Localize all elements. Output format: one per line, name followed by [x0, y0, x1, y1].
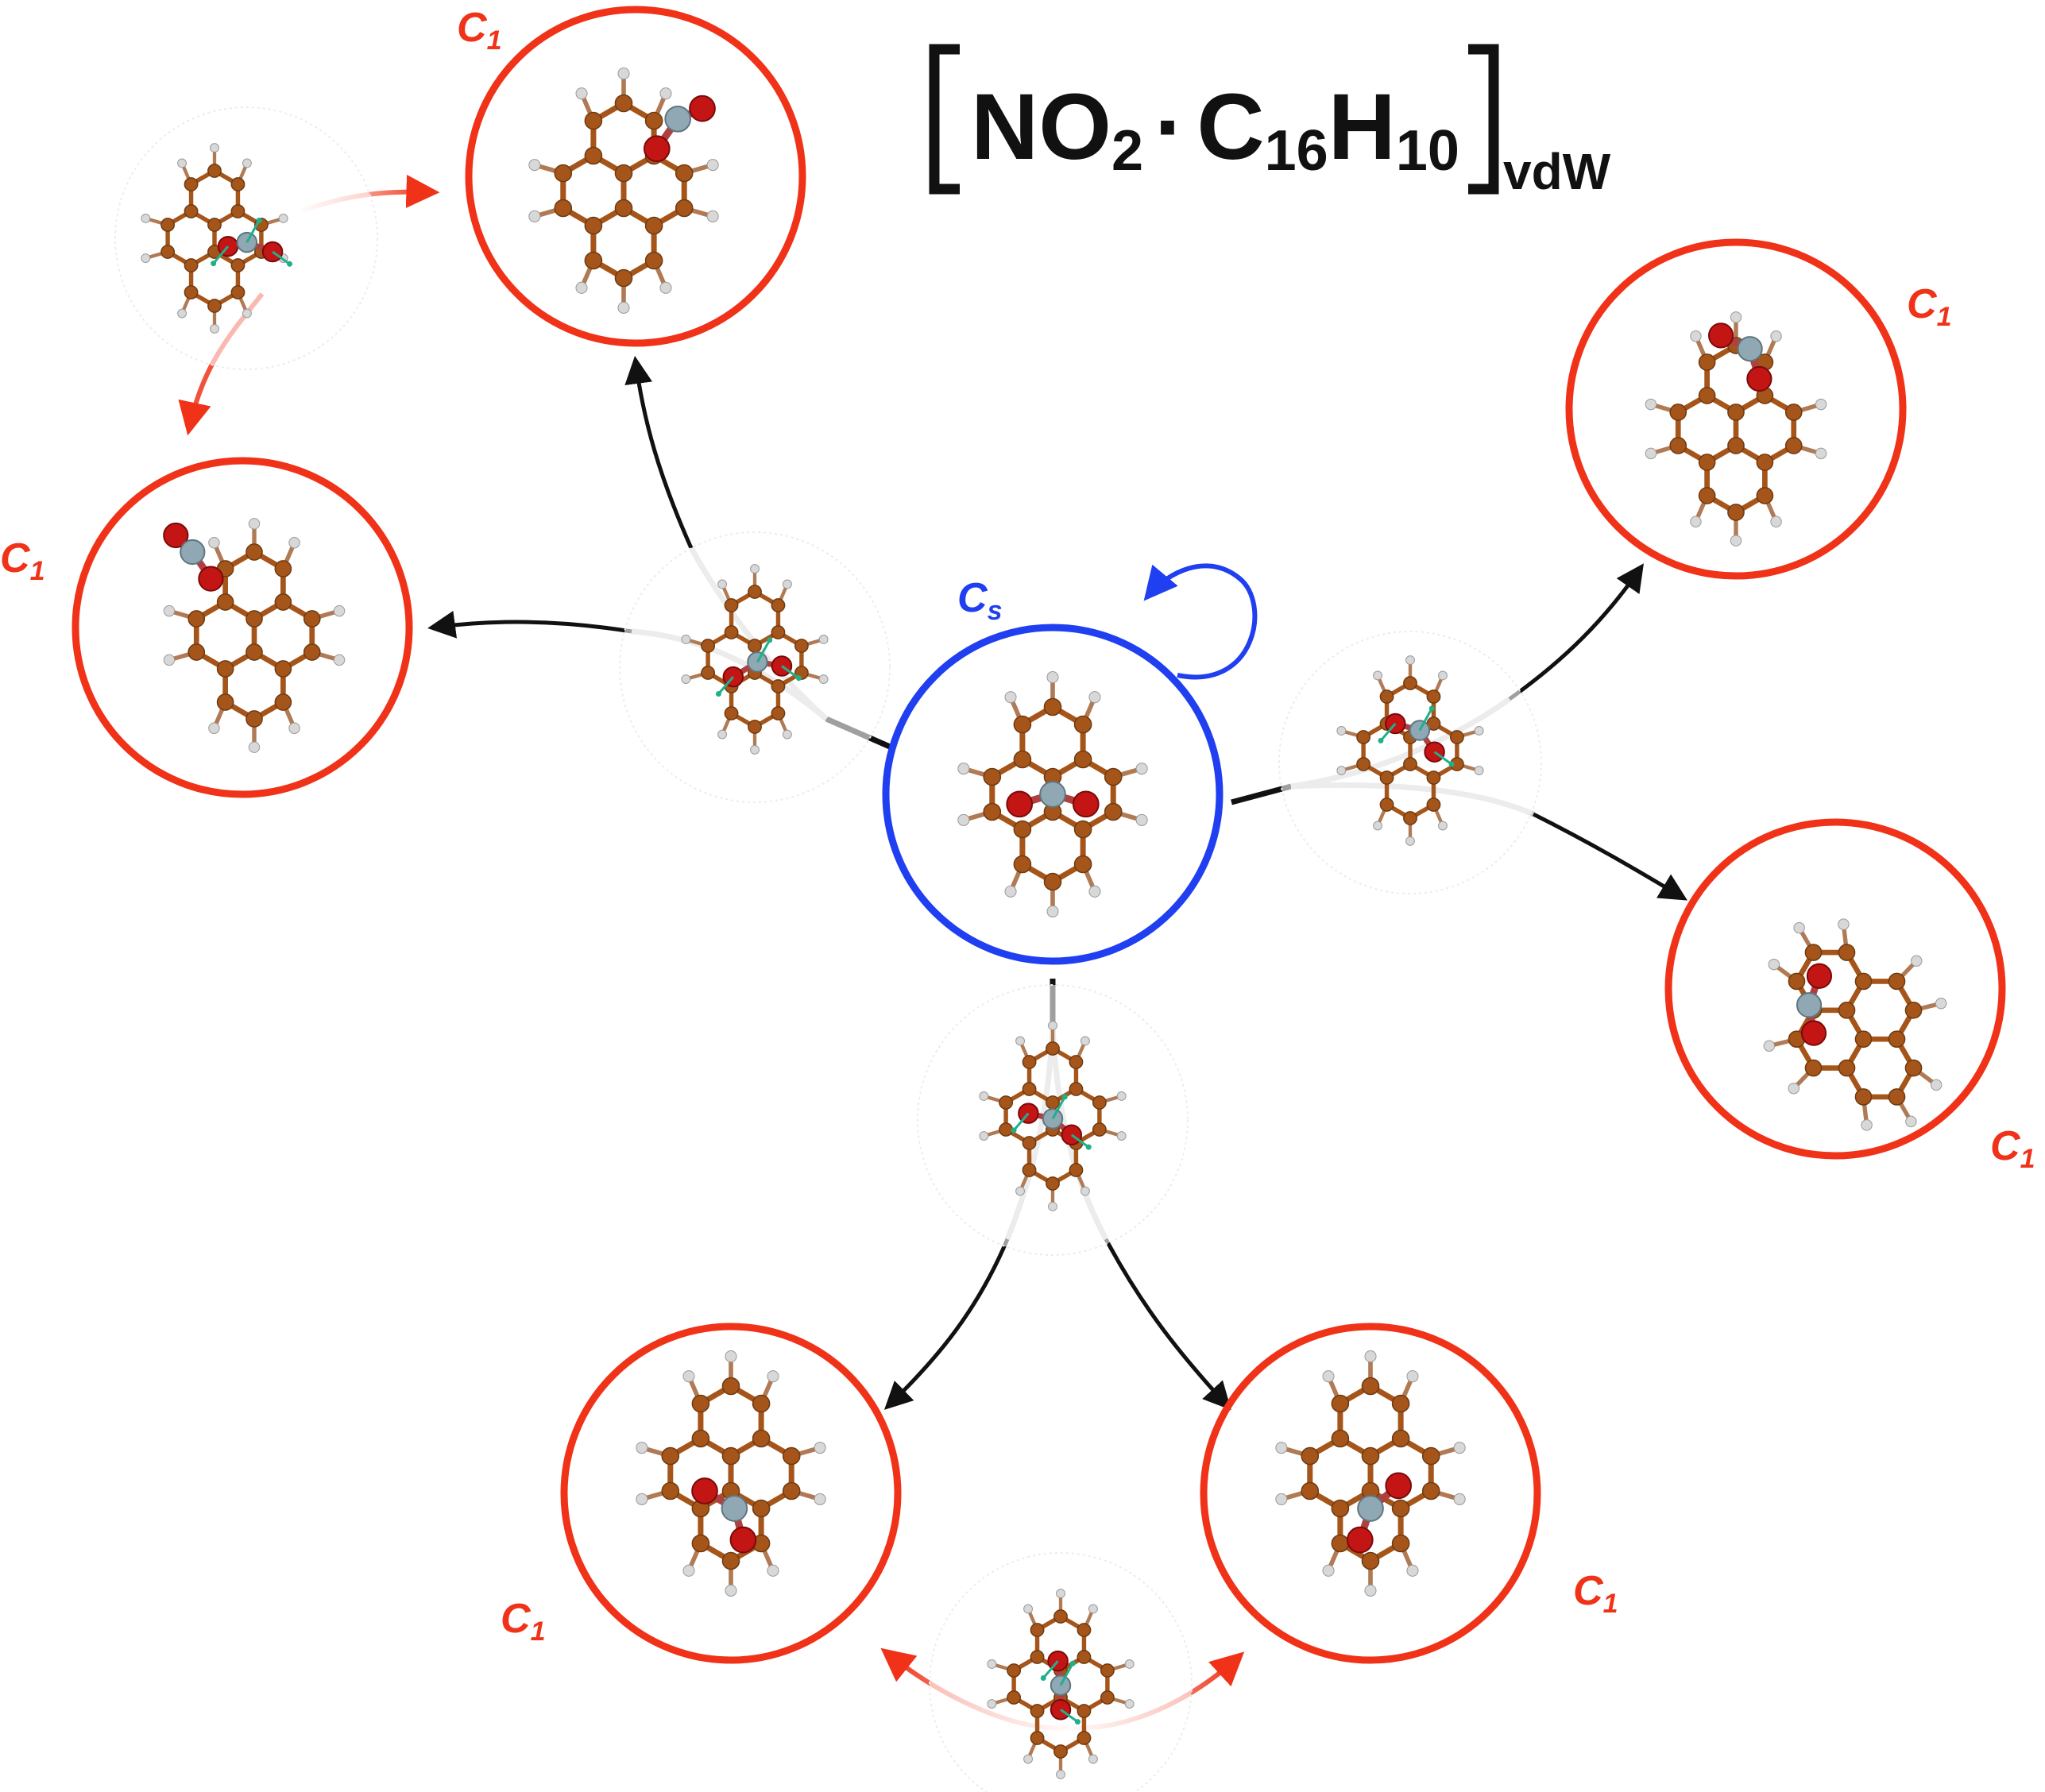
central-minimum-circle [882, 624, 1224, 965]
pyrene-molecule-m5 [636, 1350, 826, 1597]
formula-subscript-vdw: vdW [1503, 143, 1611, 200]
formula-text: NO2·C16H10 [971, 75, 1459, 183]
minimum-m5-label: C1 [501, 1596, 545, 1647]
pyrene-molecule-m1 [528, 68, 719, 314]
pyrene-molecule-m3 [1645, 311, 1827, 546]
minimum-m4-label: C1 [1990, 1123, 2035, 1174]
pyrene-molecule-m4 [1763, 918, 1947, 1131]
minimum-m6-circle [1200, 1323, 1541, 1664]
minimum-m5-circle [560, 1323, 902, 1664]
pyrene-molecule-ts-right [1336, 655, 1484, 846]
minimum-m4-circle [1664, 818, 2006, 1160]
left-bracket [929, 44, 960, 195]
pyrene-molecule-ts-left [681, 564, 829, 755]
minimum-m6-label: C1 [1573, 1568, 1618, 1619]
molecule-layer [141, 68, 1947, 1779]
pyrene-molecule-ts-topleft [141, 143, 293, 334]
minimum-m1-label: C1 [457, 5, 501, 56]
pyrene-molecule-m2 [163, 518, 346, 753]
minimum-m3-label: C1 [1907, 281, 1951, 332]
pyrene-molecule-ts-bottom [979, 1021, 1127, 1211]
minimum-m3-circle [1565, 238, 1907, 580]
minimum-m1-circle [465, 6, 806, 347]
pyrene-molecule-ts-bottom2 [987, 1589, 1135, 1779]
self-loop-arrow [1143, 563, 1258, 680]
pyrene-molecule-central [957, 671, 1148, 917]
minimum-m2-circle [72, 457, 413, 798]
formula-title: NO2·C16H10 vdW [929, 44, 1611, 200]
central-minimum-label: Cs [957, 575, 1002, 626]
pyrene-molecule-m6 [1275, 1350, 1466, 1597]
minimum-m2-label: C1 [0, 535, 44, 586]
right-bracket [1468, 44, 1499, 195]
